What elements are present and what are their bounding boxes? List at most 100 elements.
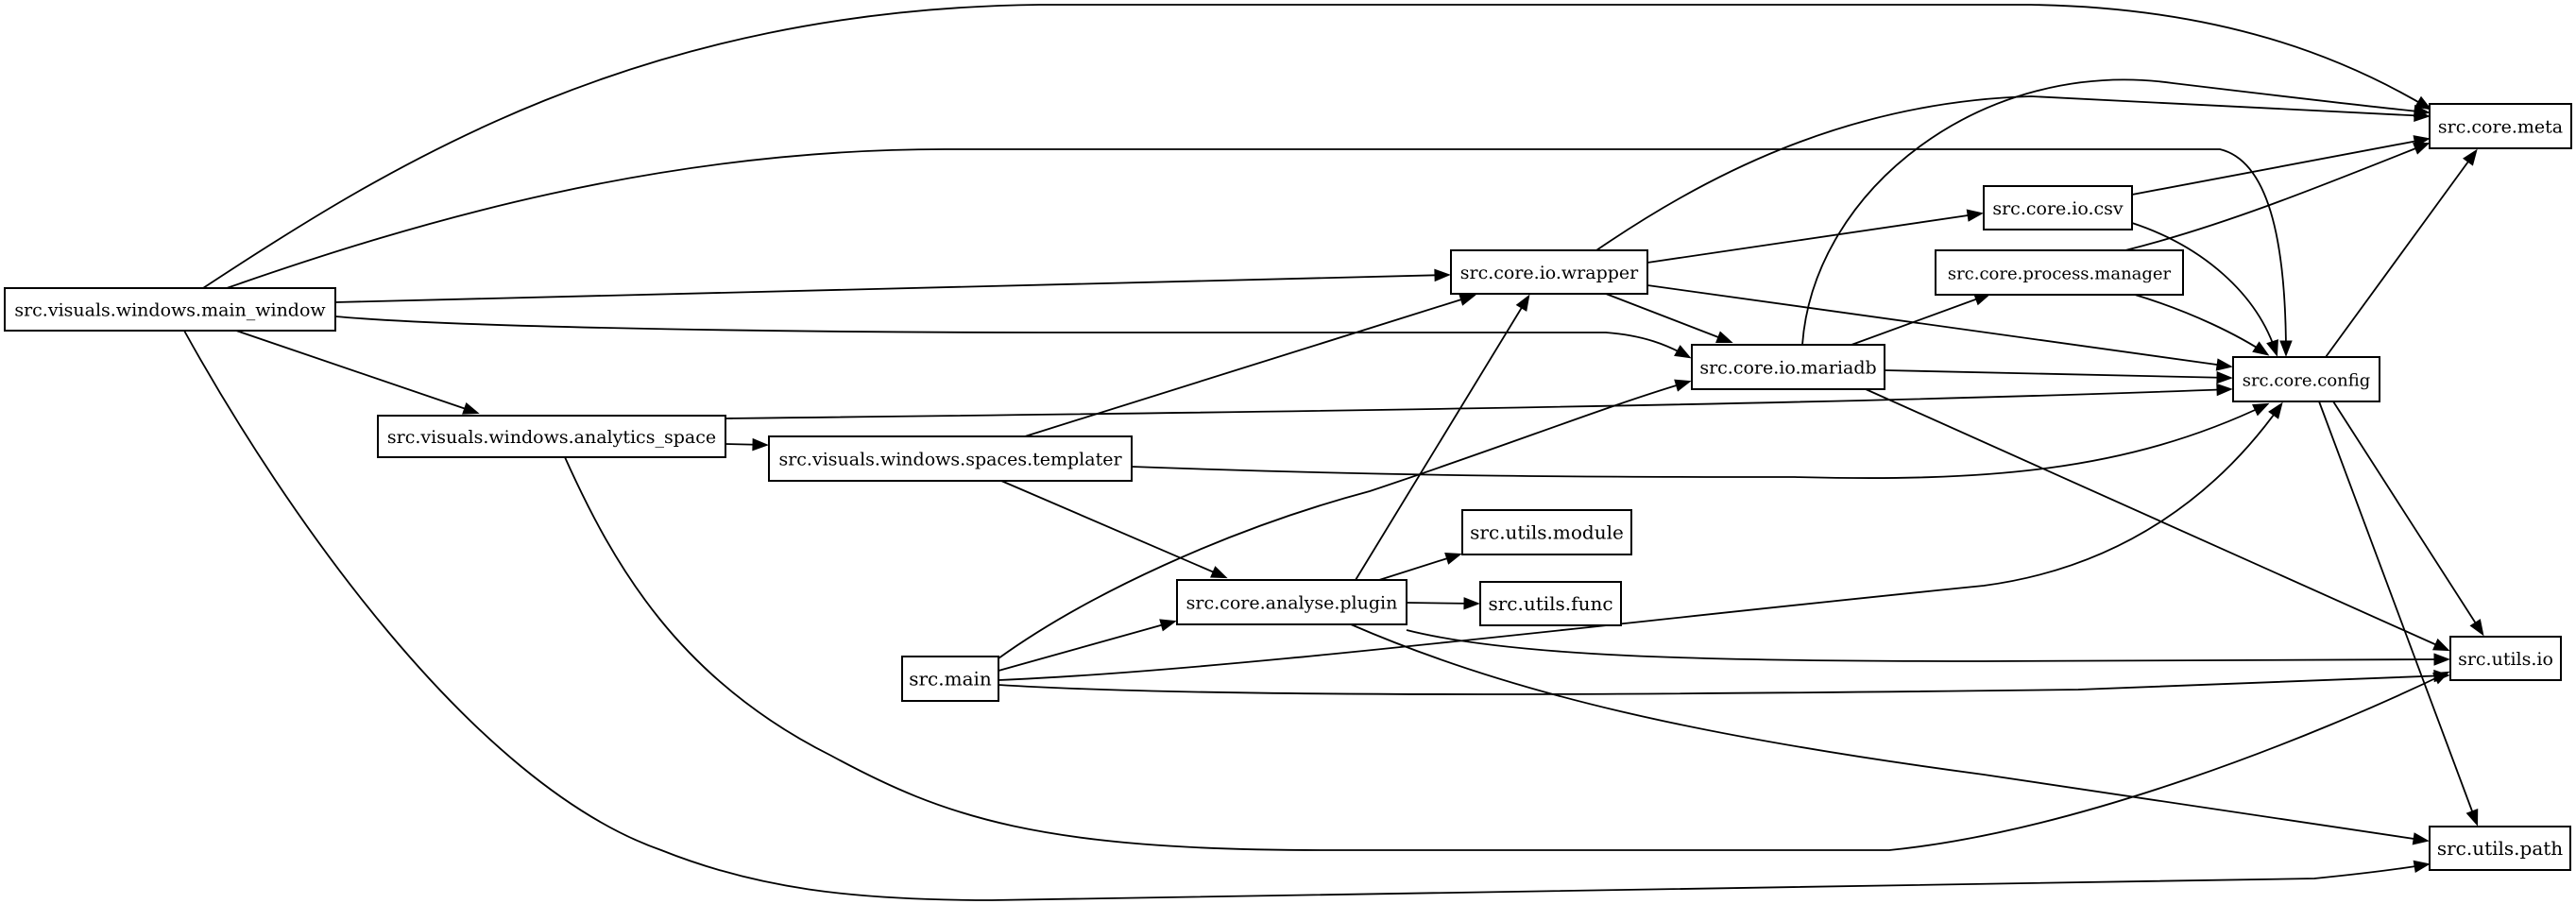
edge-analytics-space-to-core-config bbox=[725, 383, 2233, 419]
node-label: src.utils.io bbox=[2458, 649, 2553, 670]
edge-line bbox=[334, 274, 1449, 303]
edge-arrowhead bbox=[2252, 402, 2270, 417]
edge-io-mariadb-to-utils-io bbox=[1865, 388, 2450, 652]
node-box bbox=[1983, 185, 2133, 230]
edge-arrowhead bbox=[2412, 832, 2430, 845]
edge-arrowhead bbox=[1459, 293, 1476, 306]
edge-line bbox=[1884, 369, 2231, 379]
edge-io-wrapper-to-io-csv bbox=[1646, 209, 1984, 264]
edge-arrowhead bbox=[752, 437, 769, 452]
edge-arrowhead bbox=[1515, 294, 1530, 312]
node-box bbox=[1176, 579, 1407, 625]
node-label: src.utils.func bbox=[1488, 592, 1612, 615]
node-box bbox=[901, 656, 999, 702]
node-utils-path: src.utils.path bbox=[2429, 826, 2571, 871]
edge-line bbox=[235, 330, 478, 414]
edge-arrowhead bbox=[2413, 104, 2431, 118]
node-label: src.utils.path bbox=[2437, 837, 2563, 860]
graph-edges bbox=[183, 4, 2484, 901]
edge-arrowhead bbox=[2432, 638, 2450, 652]
edge-templater-to-io-wrapper bbox=[1024, 293, 1476, 437]
node-box bbox=[2429, 103, 2572, 149]
edge-core-config-to-utils-path bbox=[2318, 401, 2479, 827]
node-core-meta: src.core.meta bbox=[2429, 103, 2572, 149]
edge-arrowhead bbox=[2252, 341, 2270, 356]
edge-line bbox=[2325, 150, 2477, 358]
node-label: src.core.analyse.plugin bbox=[1186, 593, 1398, 614]
node-label: src.core.process.manager bbox=[1948, 264, 2172, 284]
edge-io-mariadb-to-process-manager bbox=[1851, 293, 1991, 346]
node-io-wrapper: src.core.io.wrapper bbox=[1450, 249, 1648, 295]
node-label: src.main bbox=[909, 668, 992, 691]
node-analytics-space: src.visuals.windows.analytics_space bbox=[377, 415, 726, 458]
edge-line bbox=[2131, 138, 2429, 196]
edge-analyse-plugin-to-utils-io bbox=[1406, 629, 2450, 666]
node-box bbox=[1450, 249, 1648, 295]
edge-templater-to-core-config bbox=[1131, 402, 2270, 479]
edge-line bbox=[1605, 293, 1732, 343]
edge-line bbox=[202, 4, 2431, 289]
edge-arrowhead bbox=[1434, 268, 1451, 282]
node-utils-io: src.utils.io bbox=[2449, 636, 2562, 681]
edge-line bbox=[1865, 388, 2448, 651]
edge-line bbox=[2332, 401, 2483, 635]
edge-arrowhead bbox=[2216, 383, 2233, 397]
edge-line bbox=[1024, 295, 1475, 437]
edge-arrowhead bbox=[2433, 669, 2450, 683]
node-box bbox=[377, 415, 726, 458]
edge-arrowhead bbox=[2433, 653, 2450, 666]
edge-io-mariadb-to-core-meta bbox=[1801, 78, 2431, 346]
edge-arrowhead bbox=[2463, 148, 2478, 166]
edge-arrowhead bbox=[2268, 401, 2283, 419]
edge-main-to-utils-io bbox=[998, 669, 2450, 695]
edge-io-csv-to-core-config bbox=[2131, 222, 2278, 357]
edge-line bbox=[1646, 284, 2231, 367]
edge-main-window-to-core-meta bbox=[202, 4, 2432, 289]
node-templater: src.visuals.windows.spaces.templater bbox=[768, 435, 1133, 482]
edge-arrowhead bbox=[2216, 370, 2233, 384]
edge-line bbox=[1378, 554, 1460, 581]
edge-main-to-analyse-plugin bbox=[998, 619, 1177, 672]
edge-arrowhead bbox=[2215, 358, 2233, 371]
node-main: src.main bbox=[901, 656, 999, 702]
node-box bbox=[1461, 509, 1632, 555]
edge-line bbox=[1355, 296, 1529, 581]
node-analyse-plugin: src.core.analyse.plugin bbox=[1176, 579, 1407, 625]
edge-line bbox=[2318, 401, 2478, 825]
node-box bbox=[4, 287, 336, 332]
edge-arrowhead bbox=[1966, 209, 1984, 222]
edge-line bbox=[226, 148, 2287, 355]
edge-arrowhead bbox=[2413, 860, 2431, 873]
node-box bbox=[2429, 826, 2571, 871]
edge-analyse-plugin-to-utils-func bbox=[1406, 597, 1480, 610]
edge-arrowhead bbox=[2465, 809, 2479, 827]
edge-line bbox=[998, 674, 2448, 695]
edge-arrowhead bbox=[1159, 619, 1177, 632]
node-label: src.visuals.windows.analytics_space bbox=[387, 427, 716, 448]
edge-main-to-core-config bbox=[998, 401, 2283, 681]
edge-line bbox=[334, 316, 1690, 358]
edge-main-window-to-io-wrapper bbox=[334, 268, 1451, 303]
node-box bbox=[2449, 636, 2562, 681]
node-io-mariadb: src.core.io.mariadb bbox=[1691, 344, 1885, 390]
edge-main-to-io-mariadb bbox=[998, 379, 1692, 659]
edge-io-mariadb-to-core-config bbox=[1884, 369, 2233, 384]
edge-process-manager-to-core-config bbox=[2134, 294, 2270, 356]
edge-arrowhead bbox=[1674, 379, 1692, 392]
edge-line bbox=[1595, 95, 2429, 251]
edge-arrowhead bbox=[2266, 339, 2278, 357]
node-utils-func: src.utils.func bbox=[1479, 581, 1622, 626]
edge-line bbox=[564, 456, 2448, 851]
graph-nodes: src.visuals.windows.main_windowsrc.visua… bbox=[4, 103, 2572, 871]
edge-line bbox=[998, 621, 1175, 672]
edge-arrowhead bbox=[2414, 95, 2432, 111]
node-label: src.core.io.wrapper bbox=[1460, 263, 1639, 283]
edge-arrowhead bbox=[1674, 345, 1692, 359]
edge-line bbox=[2134, 294, 2268, 355]
edge-arrowhead bbox=[1210, 566, 1228, 579]
node-core-config: src.core.config bbox=[2232, 356, 2380, 402]
node-label: src.utils.module bbox=[1470, 521, 1624, 544]
edge-arrowhead bbox=[1463, 597, 1480, 610]
node-process-manager: src.core.process.manager bbox=[1935, 249, 2184, 296]
